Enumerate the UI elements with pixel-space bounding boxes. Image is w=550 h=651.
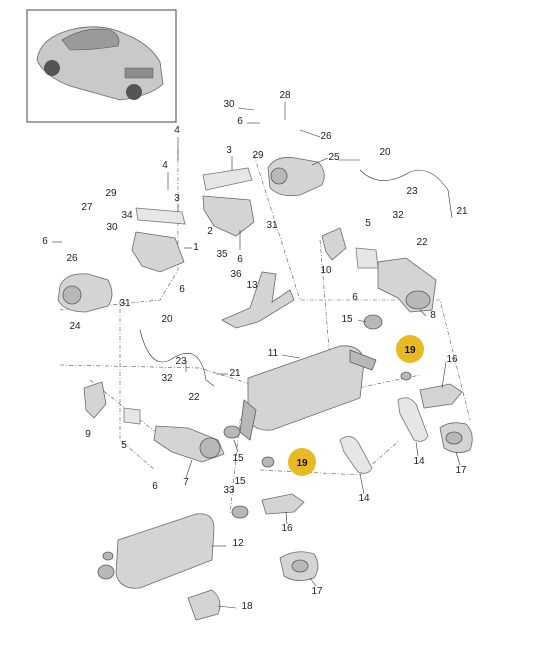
callout-3[interactable]: 3 xyxy=(174,193,180,204)
callout-35[interactable]: 35 xyxy=(216,249,228,260)
callout-16[interactable]: 16 xyxy=(281,523,293,534)
leader-lines xyxy=(52,102,461,609)
clamp-19-top xyxy=(400,371,412,381)
callout-28[interactable]: 28 xyxy=(279,90,291,101)
callout-31[interactable]: 31 xyxy=(119,298,131,309)
tailpipe-top xyxy=(419,383,463,409)
callout-6[interactable]: 6 xyxy=(42,236,48,247)
callout-32[interactable]: 32 xyxy=(161,373,173,384)
callout-11[interactable]: 11 xyxy=(268,348,279,359)
exhaust-manifold-left xyxy=(131,231,185,273)
callout-25[interactable]: 25 xyxy=(328,152,340,163)
callout-22[interactable]: 22 xyxy=(416,237,428,248)
gasket-left xyxy=(123,407,141,425)
highlight-callout-19[interactable]: 19 xyxy=(396,335,424,363)
callout-31[interactable]: 31 xyxy=(266,220,278,231)
callout-21[interactable]: 21 xyxy=(229,368,241,379)
callout-32[interactable]: 32 xyxy=(392,210,404,221)
callout-20[interactable]: 20 xyxy=(379,147,391,158)
highlight-callout-19[interactable]: 19 xyxy=(288,448,316,476)
callout-2[interactable]: 2 xyxy=(207,226,213,237)
callout-4[interactable]: 4 xyxy=(162,160,168,171)
clamp-right xyxy=(363,314,383,330)
strap-band-mid xyxy=(339,436,373,474)
callout-4[interactable]: 4 xyxy=(174,125,180,136)
callout-15[interactable]: 15 xyxy=(232,453,244,464)
tailpipe-single-lower xyxy=(187,589,221,621)
callout-26[interactable]: 26 xyxy=(320,131,332,142)
rear-silencer-top xyxy=(247,345,365,431)
bracket-right xyxy=(321,227,347,261)
callout-6[interactable]: 6 xyxy=(179,284,185,295)
callout-24[interactable]: 24 xyxy=(69,321,81,332)
callout-26[interactable]: 26 xyxy=(66,253,78,264)
callout-5[interactable]: 5 xyxy=(365,218,371,229)
gasket-right xyxy=(355,247,379,269)
vehicle-thumbnail xyxy=(26,9,177,123)
callout-36[interactable]: 36 xyxy=(230,269,242,280)
callout-21[interactable]: 21 xyxy=(456,206,468,217)
clamp-19 xyxy=(261,456,275,468)
part-shapes xyxy=(57,157,473,621)
lambda-sensor-left xyxy=(139,329,215,387)
callout-6[interactable]: 6 xyxy=(352,292,358,303)
callout-29[interactable]: 29 xyxy=(105,188,117,199)
callout-18[interactable]: 18 xyxy=(241,601,253,612)
manifold-gasket-left xyxy=(135,207,186,225)
callout-14[interactable]: 14 xyxy=(413,456,425,467)
highlight-circle xyxy=(288,448,316,476)
wheel-icon xyxy=(44,60,60,76)
highlight-label: 19 xyxy=(404,345,416,356)
callout-33[interactable]: 33 xyxy=(223,485,235,496)
callout-27[interactable]: 27 xyxy=(81,202,93,213)
exhaust-manifold-right xyxy=(202,195,255,237)
callout-1[interactable]: 1 xyxy=(193,242,199,253)
callout-13[interactable]: 13 xyxy=(246,280,258,291)
callout-10[interactable]: 10 xyxy=(320,265,332,276)
highlight-label: 19 xyxy=(296,458,308,469)
callout-17[interactable]: 17 xyxy=(311,586,323,597)
callout-6[interactable]: 6 xyxy=(237,254,243,265)
tailpipe-lower xyxy=(261,493,305,515)
callout-8[interactable]: 8 xyxy=(430,310,436,321)
callout-5[interactable]: 5 xyxy=(121,440,127,451)
heat-shield xyxy=(221,271,295,329)
callout-6[interactable]: 6 xyxy=(237,116,243,127)
callout-29[interactable]: 29 xyxy=(252,150,264,161)
callout-30[interactable]: 30 xyxy=(106,222,118,233)
callout-23[interactable]: 23 xyxy=(175,356,187,367)
manifold-gasket-right xyxy=(202,167,253,191)
callout-9[interactable]: 9 xyxy=(85,429,91,440)
wheel-icon xyxy=(126,84,142,100)
callout-7[interactable]: 7 xyxy=(183,477,189,488)
callout-14[interactable]: 14 xyxy=(358,493,370,504)
rear-silencer-bottom xyxy=(115,513,215,589)
callout-23[interactable]: 23 xyxy=(406,186,418,197)
callout-30[interactable]: 30 xyxy=(223,99,235,110)
callout-6[interactable]: 6 xyxy=(152,481,158,492)
strap-band-top xyxy=(397,397,429,442)
callout-17[interactable]: 17 xyxy=(455,465,467,476)
turbocharger-right xyxy=(267,157,325,197)
bracket-left xyxy=(83,381,107,419)
callout-15[interactable]: 15 xyxy=(341,314,353,325)
callout-3[interactable]: 3 xyxy=(226,145,232,156)
callout-20[interactable]: 20 xyxy=(161,314,173,325)
callout-16[interactable]: 16 xyxy=(446,354,458,365)
lambda-sensor-right xyxy=(359,169,453,219)
clamp-mid xyxy=(223,425,241,439)
callout-34[interactable]: 34 xyxy=(121,210,133,221)
clamp-lower xyxy=(231,505,249,519)
callout-22[interactable]: 22 xyxy=(188,392,200,403)
callout-15[interactable]: 15 xyxy=(234,476,246,487)
callout-12[interactable]: 12 xyxy=(232,538,244,549)
highlight-circle xyxy=(396,335,424,363)
